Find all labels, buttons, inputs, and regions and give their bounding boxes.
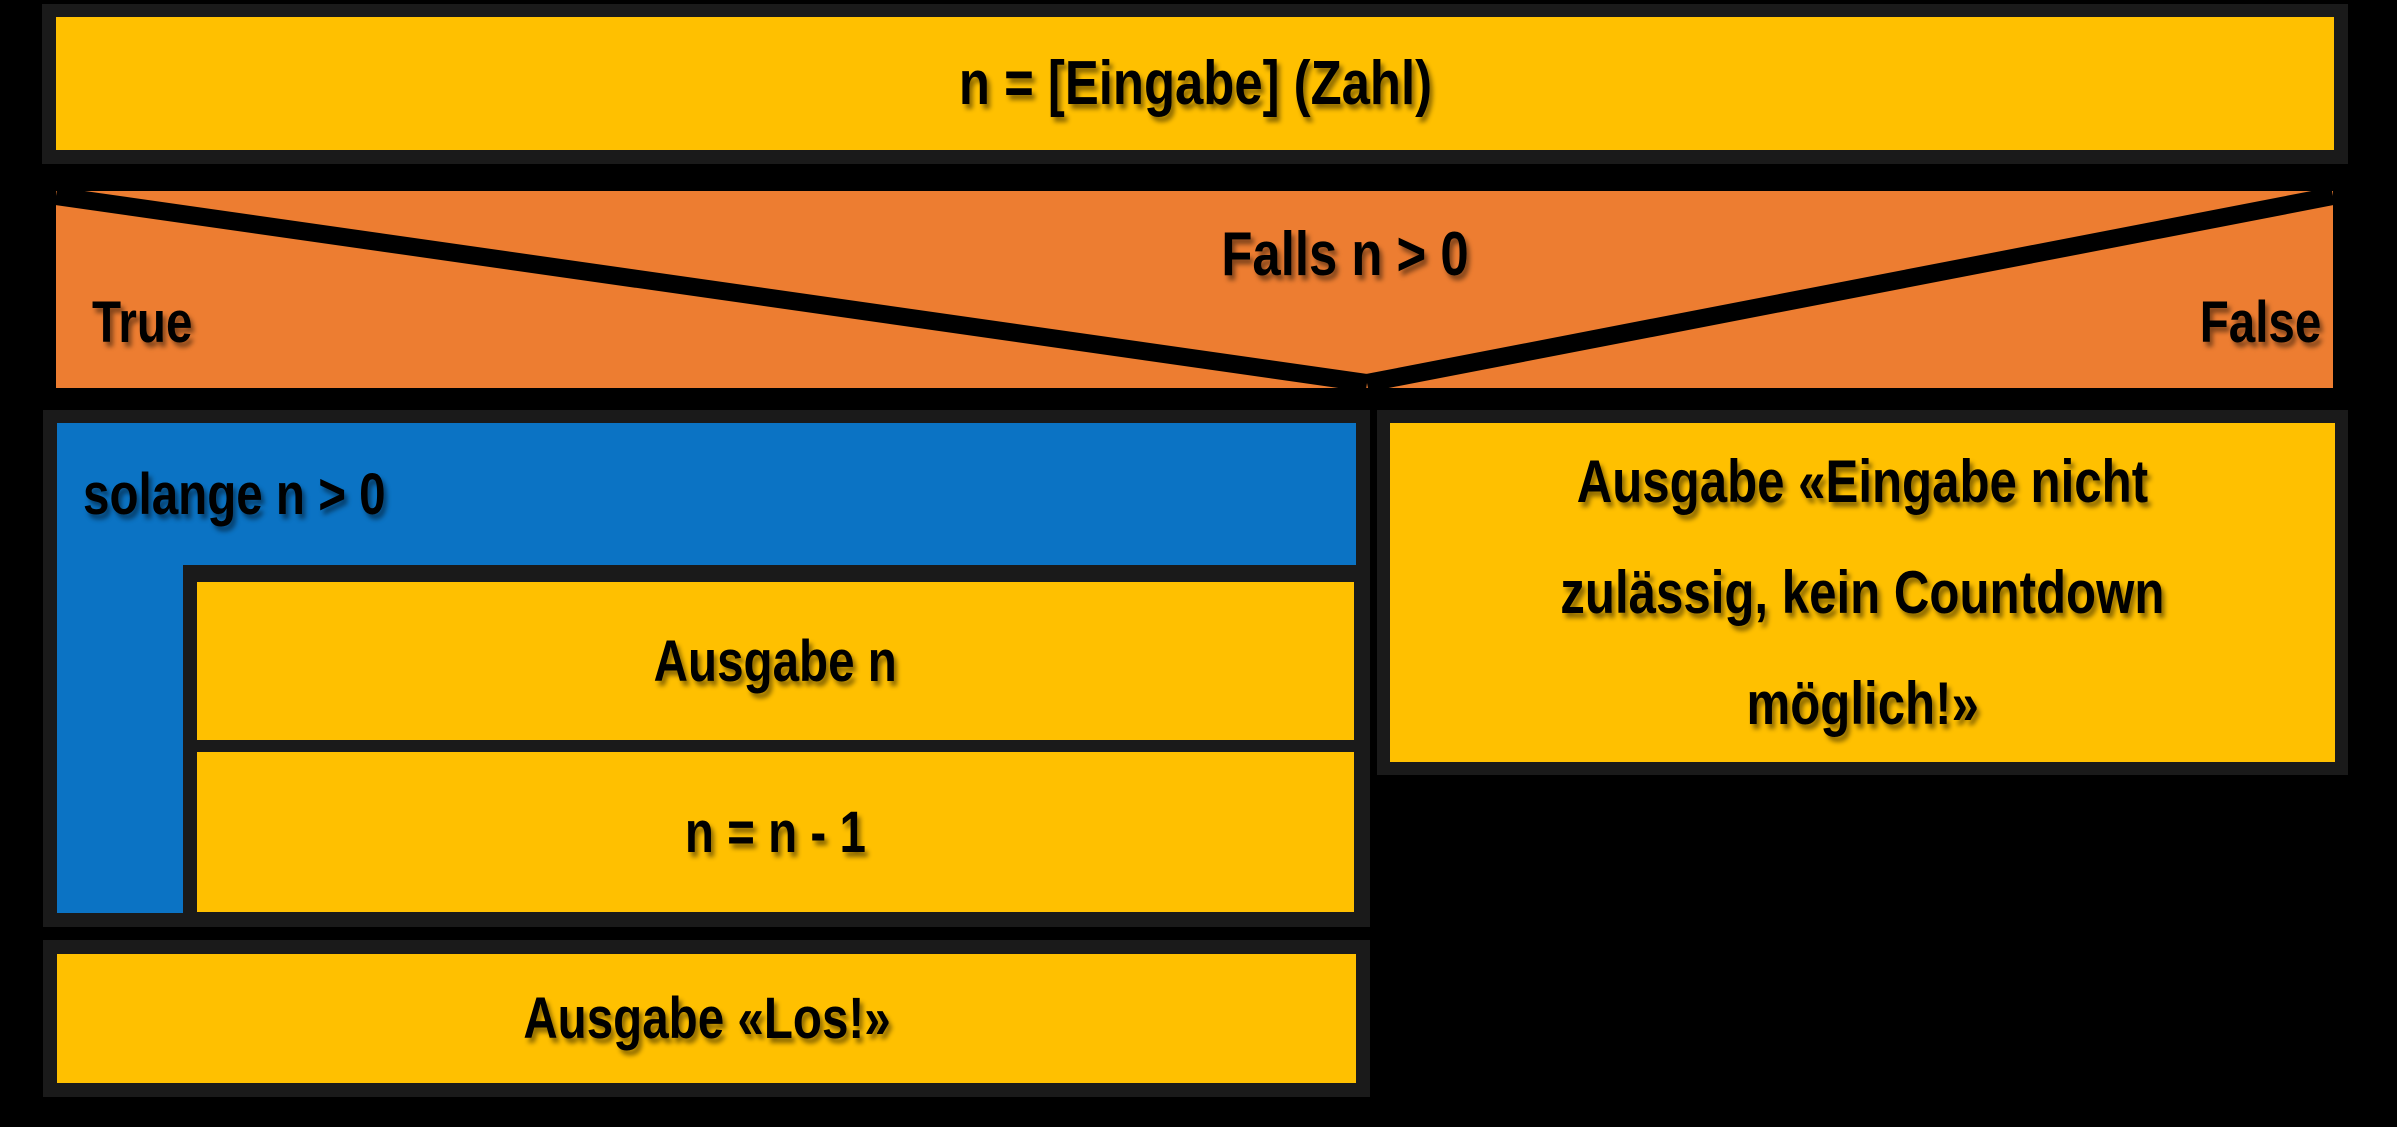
false-branch-box: Ausgabe «Eingabe nicht zulässig, kein Co… bbox=[1390, 423, 2335, 762]
after-loop-box-frame: Ausgabe «Los!» bbox=[43, 940, 1370, 1097]
input-box: n = [Eingabe] (Zahl) bbox=[56, 17, 2334, 150]
false-branch-label-line-3: möglich!» bbox=[1746, 670, 1979, 737]
loop-body-statement-1: Ausgabe n bbox=[197, 582, 1354, 740]
input-label: n = [Eingabe] (Zahl) bbox=[958, 49, 1432, 118]
while-loop-header: solange n > 0 bbox=[57, 423, 1356, 565]
decision-diagonal-left bbox=[56, 191, 1369, 388]
while-loop-condition-label: solange n > 0 bbox=[83, 461, 386, 527]
false-branch-box-frame: Ausgabe «Eingabe nicht zulässig, kein Co… bbox=[1377, 410, 2348, 775]
loop-body-statement-1-label: Ausgabe n bbox=[653, 628, 898, 694]
input-box-frame: n = [Eingabe] (Zahl) bbox=[42, 4, 2348, 164]
decision-condition-label: Falls n > 0 bbox=[1221, 220, 1469, 289]
loop-body-statement-2: n = n - 1 bbox=[197, 752, 1354, 912]
decision-false-label: False bbox=[2199, 290, 2321, 355]
decision-diagonal-right bbox=[1365, 191, 2333, 388]
false-branch-label-line-1: Ausgabe «Eingabe nicht bbox=[1576, 448, 2149, 515]
while-loop-frame: solange n > 0 Ausgabe n n = n - 1 bbox=[43, 410, 1370, 927]
decision-diagonals bbox=[56, 191, 2333, 388]
false-branch-label-line-2: zulässig, kein Countdown bbox=[1560, 559, 2165, 626]
loop-body-statement-2-label: n = n - 1 bbox=[684, 799, 867, 865]
decision-band: Falls n > 0 True False bbox=[56, 191, 2333, 388]
after-loop-box: Ausgabe «Los!» bbox=[57, 954, 1356, 1083]
decision-true-label: True bbox=[92, 290, 193, 355]
after-loop-label: Ausgabe «Los!» bbox=[522, 986, 891, 1051]
